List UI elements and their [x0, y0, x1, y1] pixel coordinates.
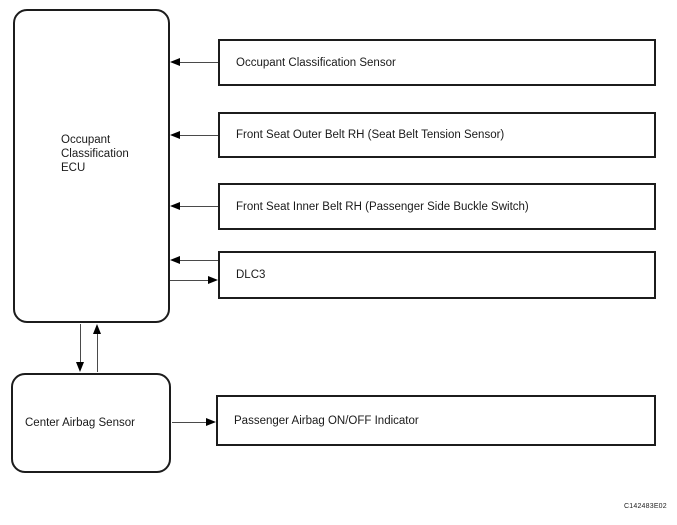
node-center-airbag-sensor: Center Airbag Sensor: [11, 373, 171, 473]
connector-inner-belt-to-ecu: [179, 206, 218, 207]
connector-ecu-to-dlc3: [170, 280, 208, 281]
connector-outer-belt-to-ecu: [179, 135, 218, 136]
node-label-dlc3: DLC3: [236, 269, 266, 281]
node-label-ecu: Occupant Classification ECU: [61, 134, 129, 174]
node-occupant-classification-ecu: Occupant Classification ECU: [13, 9, 170, 323]
connector-ecu-to-center-airbag: [80, 324, 81, 362]
node-label-center-airbag-sensor: Center Airbag Sensor: [25, 417, 135, 429]
arrowhead-down-icon: [76, 362, 84, 372]
node-occupant-classification-sensor: Occupant Classification Sensor: [218, 39, 656, 86]
connector-center-airbag-to-indicator: [172, 422, 206, 423]
connector-dlc3-to-ecu: [179, 260, 218, 261]
arrowhead-up-icon: [93, 324, 101, 334]
node-passenger-airbag-indicator: Passenger Airbag ON/OFF Indicator: [216, 395, 656, 446]
connector-center-airbag-to-ecu: [97, 334, 98, 372]
node-label-occupant-classification-sensor: Occupant Classification Sensor: [236, 56, 396, 69]
node-label-front-seat-outer-belt: Front Seat Outer Belt RH (Seat Belt Tens…: [236, 129, 505, 141]
node-front-seat-outer-belt: Front Seat Outer Belt RH (Seat Belt Tens…: [218, 112, 656, 158]
node-label-front-seat-inner-belt: Front Seat Inner Belt RH (Passenger Side…: [236, 200, 529, 213]
arrowhead-left-icon: [170, 202, 180, 210]
connector-ocs-to-ecu: [179, 62, 218, 63]
arrowhead-left-icon: [170, 256, 180, 264]
figure-code: C142483E02: [624, 503, 667, 510]
arrowhead-right-icon: [208, 276, 218, 284]
node-dlc3: DLC3: [218, 251, 656, 299]
node-front-seat-inner-belt: Front Seat Inner Belt RH (Passenger Side…: [218, 183, 656, 230]
node-label-passenger-airbag-indicator: Passenger Airbag ON/OFF Indicator: [234, 414, 419, 427]
arrowhead-left-icon: [170, 131, 180, 139]
arrowhead-right-icon: [206, 418, 216, 426]
arrowhead-left-icon: [170, 58, 180, 66]
